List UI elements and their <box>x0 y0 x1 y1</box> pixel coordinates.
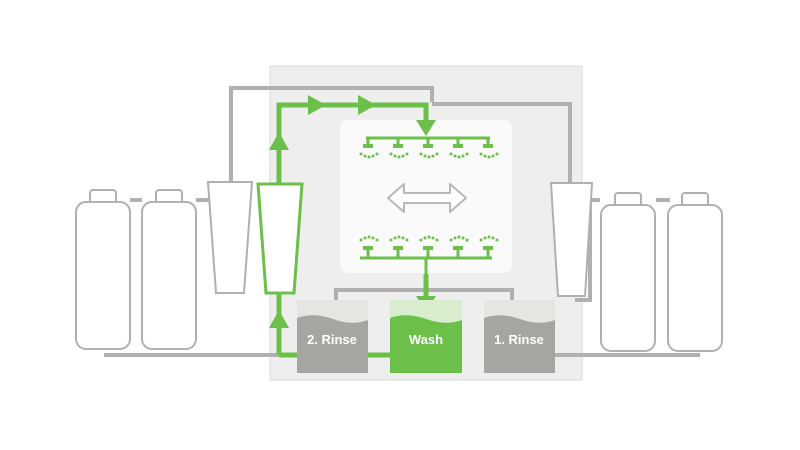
arrow-up-icon <box>269 310 289 328</box>
spray-nozzle-up-icon <box>389 235 409 258</box>
double-arrow-icon <box>387 183 467 213</box>
arrow-right-icon <box>358 95 376 115</box>
spray-nozzle-down-icon <box>359 138 379 159</box>
right-canisters <box>600 192 723 352</box>
spray-nozzle-up-icon <box>479 235 499 258</box>
tank-rinse-2-label: 2. Rinse <box>307 332 357 347</box>
left-canisters <box>75 189 197 350</box>
top-spray-bar <box>359 136 499 159</box>
spray-nozzle-up-icon <box>359 235 379 258</box>
arrow-down-icon <box>416 120 436 136</box>
filter-right <box>549 182 594 297</box>
tank-rinse-2: 2. Rinse <box>297 300 368 373</box>
tank-wash-label: Wash <box>409 332 443 347</box>
canister <box>141 189 197 350</box>
spray-nozzle-up-icon <box>449 235 469 258</box>
filter-left <box>206 181 254 294</box>
pipe-left-outer-loop <box>229 86 434 182</box>
pipe-right-canister <box>575 198 600 302</box>
canister <box>667 192 723 352</box>
arrow-right-icon <box>308 95 326 115</box>
flow-arrows <box>269 95 436 328</box>
pipe-right-outer-loop <box>432 102 572 182</box>
canister <box>75 189 131 350</box>
spray-nozzle-up-icon <box>419 235 439 258</box>
spray-nozzle-down-icon <box>449 138 469 159</box>
tank-rinse-1-label: 1. Rinse <box>494 332 544 347</box>
arrow-up-icon <box>269 132 289 150</box>
bottom-spray-bar <box>359 235 499 274</box>
tank-rinse-1: 1. Rinse <box>484 300 555 373</box>
canister <box>600 192 656 352</box>
inactive-pipes <box>104 86 700 357</box>
filter-active <box>256 182 304 295</box>
tank-wash: Wash <box>390 300 462 373</box>
spray-nozzle-down-icon <box>479 138 499 159</box>
spray-nozzle-down-icon <box>389 138 409 159</box>
spray-nozzle-down-icon <box>419 138 439 159</box>
